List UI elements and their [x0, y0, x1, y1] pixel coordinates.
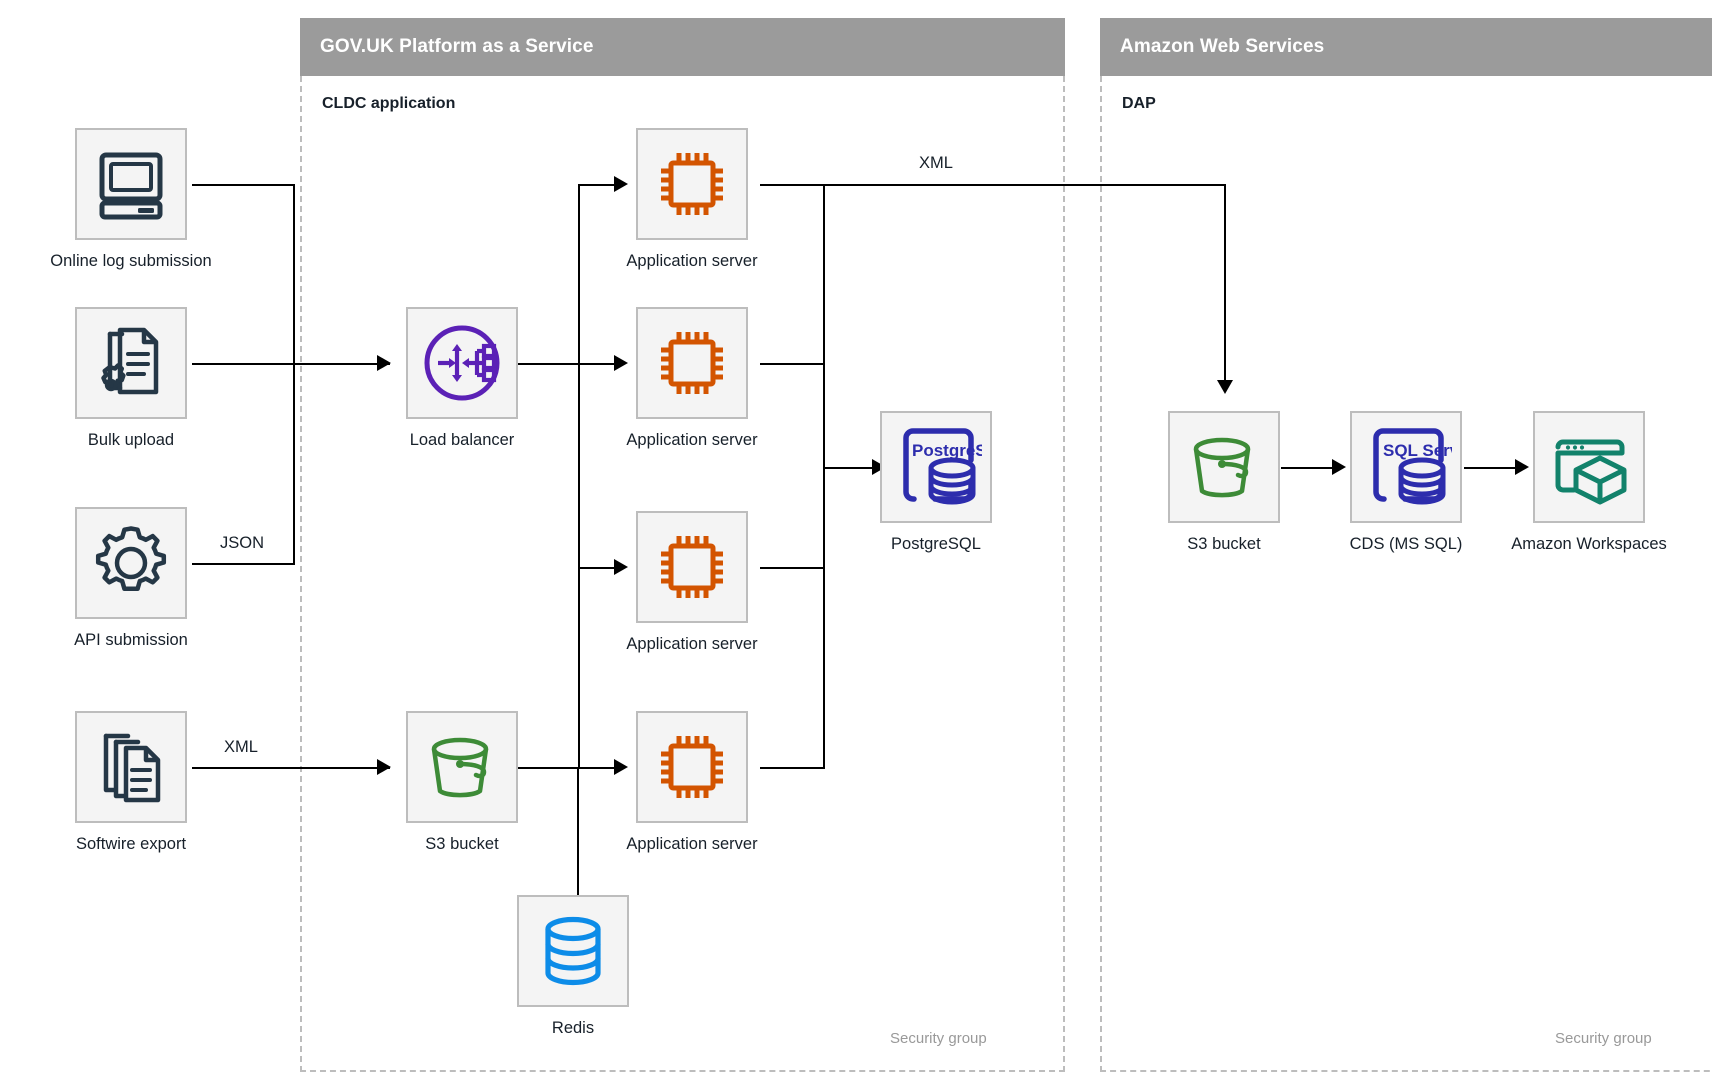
edge-lb-out-h — [518, 363, 580, 365]
edge-app3-out — [760, 567, 825, 569]
node-amazon-workspaces[interactable] — [1533, 411, 1645, 523]
gear-icon — [95, 526, 167, 591]
node-postgresql[interactable]: PostgreSQL — [880, 411, 992, 523]
edge-api-submission-v — [293, 363, 295, 565]
arrowhead-to-load-balancer — [377, 355, 391, 371]
workspaces-cube-icon — [1555, 439, 1627, 505]
edge-label-xml-softwire: XML — [220, 738, 262, 757]
node-label-api-submission: API submission — [74, 631, 188, 649]
group-body-paas — [300, 76, 1065, 1072]
edge-online-log-v — [293, 184, 295, 364]
sql-server-badge-text: SQL Server — [1383, 441, 1452, 460]
edge-to-app-server-3 — [578, 567, 618, 569]
arrowhead-app-server-4 — [614, 759, 628, 775]
edge-to-app-server-4 — [578, 767, 618, 769]
node-label-cds-ms-sql: CDS (MS SQL) — [1349, 535, 1463, 553]
edge-xml-to-aws-h — [760, 184, 1226, 186]
edge-label-json: JSON — [216, 534, 269, 553]
node-app-server-1[interactable] — [636, 128, 748, 240]
postgresql-icon: PostgreSQL — [903, 428, 982, 505]
edge-redis-v — [577, 767, 579, 897]
node-label-bulk-upload: Bulk upload — [87, 431, 175, 449]
edge-app4-out — [760, 767, 825, 769]
node-app-server-2[interactable] — [636, 307, 748, 419]
node-label-redis: Redis — [551, 1019, 595, 1037]
edge-bulk-upload-h — [192, 363, 390, 365]
group-header-aws: Amazon Web Services — [1100, 18, 1712, 76]
node-label-load-balancer: Load balancer — [409, 431, 515, 449]
arrowhead-paas-s3 — [377, 759, 391, 775]
cpu-chip-icon — [661, 332, 723, 394]
node-label-online-log-submission: Online log submission — [50, 252, 212, 270]
edge-xml-to-aws-v — [1224, 184, 1226, 384]
node-aws-s3-bucket[interactable] — [1168, 411, 1280, 523]
node-cds-ms-sql[interactable]: SQL Server — [1350, 411, 1462, 523]
edge-db-collector-v — [823, 184, 825, 769]
node-redis[interactable] — [517, 895, 629, 1007]
node-load-balancer[interactable] — [406, 307, 518, 419]
node-app-server-3[interactable] — [636, 511, 748, 623]
arrowhead-app-server-2 — [614, 355, 628, 371]
cpu-chip-icon — [661, 536, 723, 598]
edge-online-log-h — [192, 184, 295, 186]
document-stack-icon — [103, 733, 161, 803]
edge-app2-out — [760, 363, 825, 365]
cpu-chip-icon — [661, 736, 723, 798]
cpu-chip-icon — [661, 153, 723, 215]
node-label-app-server-2: Application server — [626, 431, 758, 449]
desktop-computer-icon — [99, 152, 163, 220]
arrowhead-app-server-3 — [614, 559, 628, 575]
edge-s3-to-app4 — [518, 767, 580, 769]
edge-cds-to-workspaces — [1464, 467, 1522, 469]
s3-bucket-icon — [1193, 437, 1251, 498]
group-header-paas: GOV.UK Platform as a Service — [300, 18, 1065, 76]
group-sublabel-dap: DAP — [1122, 95, 1156, 112]
sql-server-icon: SQL Server — [1373, 428, 1452, 505]
postgresql-badge-text: PostgreSQL — [912, 441, 982, 460]
group-body-aws — [1100, 76, 1712, 1072]
node-label-paas-s3-bucket: S3 bucket — [425, 835, 499, 853]
node-label-softwire-export: Softwire export — [75, 835, 187, 853]
node-app-server-4[interactable] — [636, 711, 748, 823]
redis-database-icon — [545, 916, 601, 986]
edge-to-app-server-2 — [578, 363, 618, 365]
edge-to-app-server-1 — [578, 184, 618, 186]
node-bulk-upload[interactable] — [75, 307, 187, 419]
arrowhead-app-server-1 — [614, 176, 628, 192]
document-gear-icon — [101, 327, 159, 395]
s3-bucket-icon — [431, 737, 489, 798]
security-group-label-paas: Security group — [890, 1030, 987, 1047]
node-softwire-export[interactable] — [75, 711, 187, 823]
edge-api-submission-h — [192, 563, 295, 565]
node-paas-s3-bucket[interactable] — [406, 711, 518, 823]
group-sublabel-cldc-application: CLDC application — [322, 95, 456, 112]
edge-softwire-h — [192, 767, 390, 769]
arrowhead-workspaces — [1515, 459, 1529, 475]
load-balancer-icon — [424, 325, 500, 401]
group-header-paas-label: GOV.UK Platform as a Service — [320, 36, 594, 57]
group-header-aws-label: Amazon Web Services — [1120, 36, 1325, 57]
arrowhead-cds — [1332, 459, 1346, 475]
edge-to-postgresql-h — [823, 467, 878, 469]
node-label-amazon-workspaces: Amazon Workspaces — [1511, 535, 1667, 553]
edge-lb-fanout-v — [578, 184, 580, 769]
node-label-app-server-4: Application server — [626, 835, 758, 853]
edge-s3-to-cds — [1281, 467, 1339, 469]
node-label-app-server-3: Application server — [626, 635, 758, 653]
arrowhead-aws-s3 — [1217, 380, 1233, 394]
node-label-app-server-1: Application server — [626, 252, 758, 270]
node-label-postgresql: PostgreSQL — [891, 535, 981, 553]
node-api-submission[interactable] — [75, 507, 187, 619]
node-label-aws-s3-bucket: S3 bucket — [1187, 535, 1261, 553]
security-group-label-aws: Security group — [1555, 1030, 1652, 1047]
edge-label-xml-to-aws: XML — [915, 154, 957, 173]
node-online-log-submission[interactable] — [75, 128, 187, 240]
